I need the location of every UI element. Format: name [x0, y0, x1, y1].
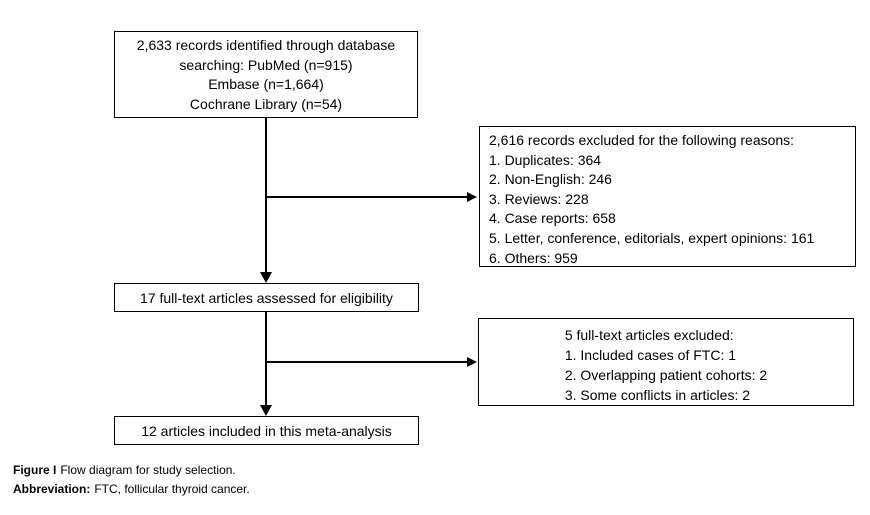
arrowhead-down-to-eligibility-icon — [259, 272, 272, 283]
records-excluded-line: 2. Non-English: 246 — [489, 171, 612, 188]
connector-line-to-fulltext-excluded — [265, 361, 468, 363]
fulltext-excluded-content: 5 full-text articles excluded: 1. Includ… — [565, 325, 767, 405]
connector-line-to-records-excluded — [265, 196, 468, 198]
included-box: 12 articles included in this meta-analys… — [114, 416, 419, 445]
fulltext-excluded-line: 2. Overlapping patient cohorts: 2 — [564, 367, 768, 383]
figure-caption-text: Flow diagram for study selection. — [60, 463, 236, 477]
records-excluded-line: 6. Others: 959 — [489, 249, 578, 266]
connector-line-identification-to-eligibility — [265, 117, 267, 273]
fulltext-excluded-line: 5 full-text articles excluded: — [564, 327, 734, 343]
identification-line: Cochrane Library (n=54) — [189, 95, 343, 112]
records-excluded-line: 4. Case reports: 658 — [489, 210, 616, 227]
identification-box: 2,633 records identified through databas… — [114, 31, 418, 118]
records-excluded-line: 2,616 records excluded for the following… — [489, 132, 795, 148]
identification-line: Embase (n=1,664) — [208, 76, 324, 92]
caption-abbreviation-line: Abbreviation:FTC, follicular thyroid can… — [13, 480, 250, 499]
connector-line-eligibility-to-included — [265, 311, 267, 406]
records-excluded-line: 5. Letter, conference, editorials, exper… — [489, 229, 815, 246]
identification-line: 2,633 records identified through databas… — [136, 37, 396, 53]
fulltext-excluded-line: 1. Included cases of FTC: 1 — [564, 347, 737, 363]
abbreviation-label: Abbreviation: — [13, 482, 91, 496]
fulltext-excluded-box: 5 full-text articles excluded: 1. Includ… — [478, 318, 854, 406]
arrowhead-right-to-records-excluded-icon — [467, 191, 477, 202]
figure-label: Figure I — [13, 463, 57, 477]
records-excluded-line: 3. Reviews: 228 — [489, 190, 589, 207]
arrowhead-down-to-included-icon — [259, 405, 272, 416]
included-text: 12 articles included in this meta-analys… — [141, 422, 392, 439]
records-excluded-box: 2,616 records excluded for the following… — [479, 126, 856, 267]
identification-line: searching: PubMed (n=915) — [179, 56, 353, 73]
abbreviation-text: FTC, follicular thyroid cancer. — [94, 482, 250, 496]
records-excluded-line: 1. Duplicates: 364 — [489, 151, 602, 168]
fulltext-excluded-line: 3. Some conflicts in articles: 2 — [564, 387, 751, 403]
eligibility-text: 17 full-text articles assessed for eligi… — [140, 289, 393, 306]
eligibility-box: 17 full-text articles assessed for eligi… — [114, 283, 419, 312]
arrowhead-right-to-fulltext-excluded-icon — [467, 356, 477, 367]
